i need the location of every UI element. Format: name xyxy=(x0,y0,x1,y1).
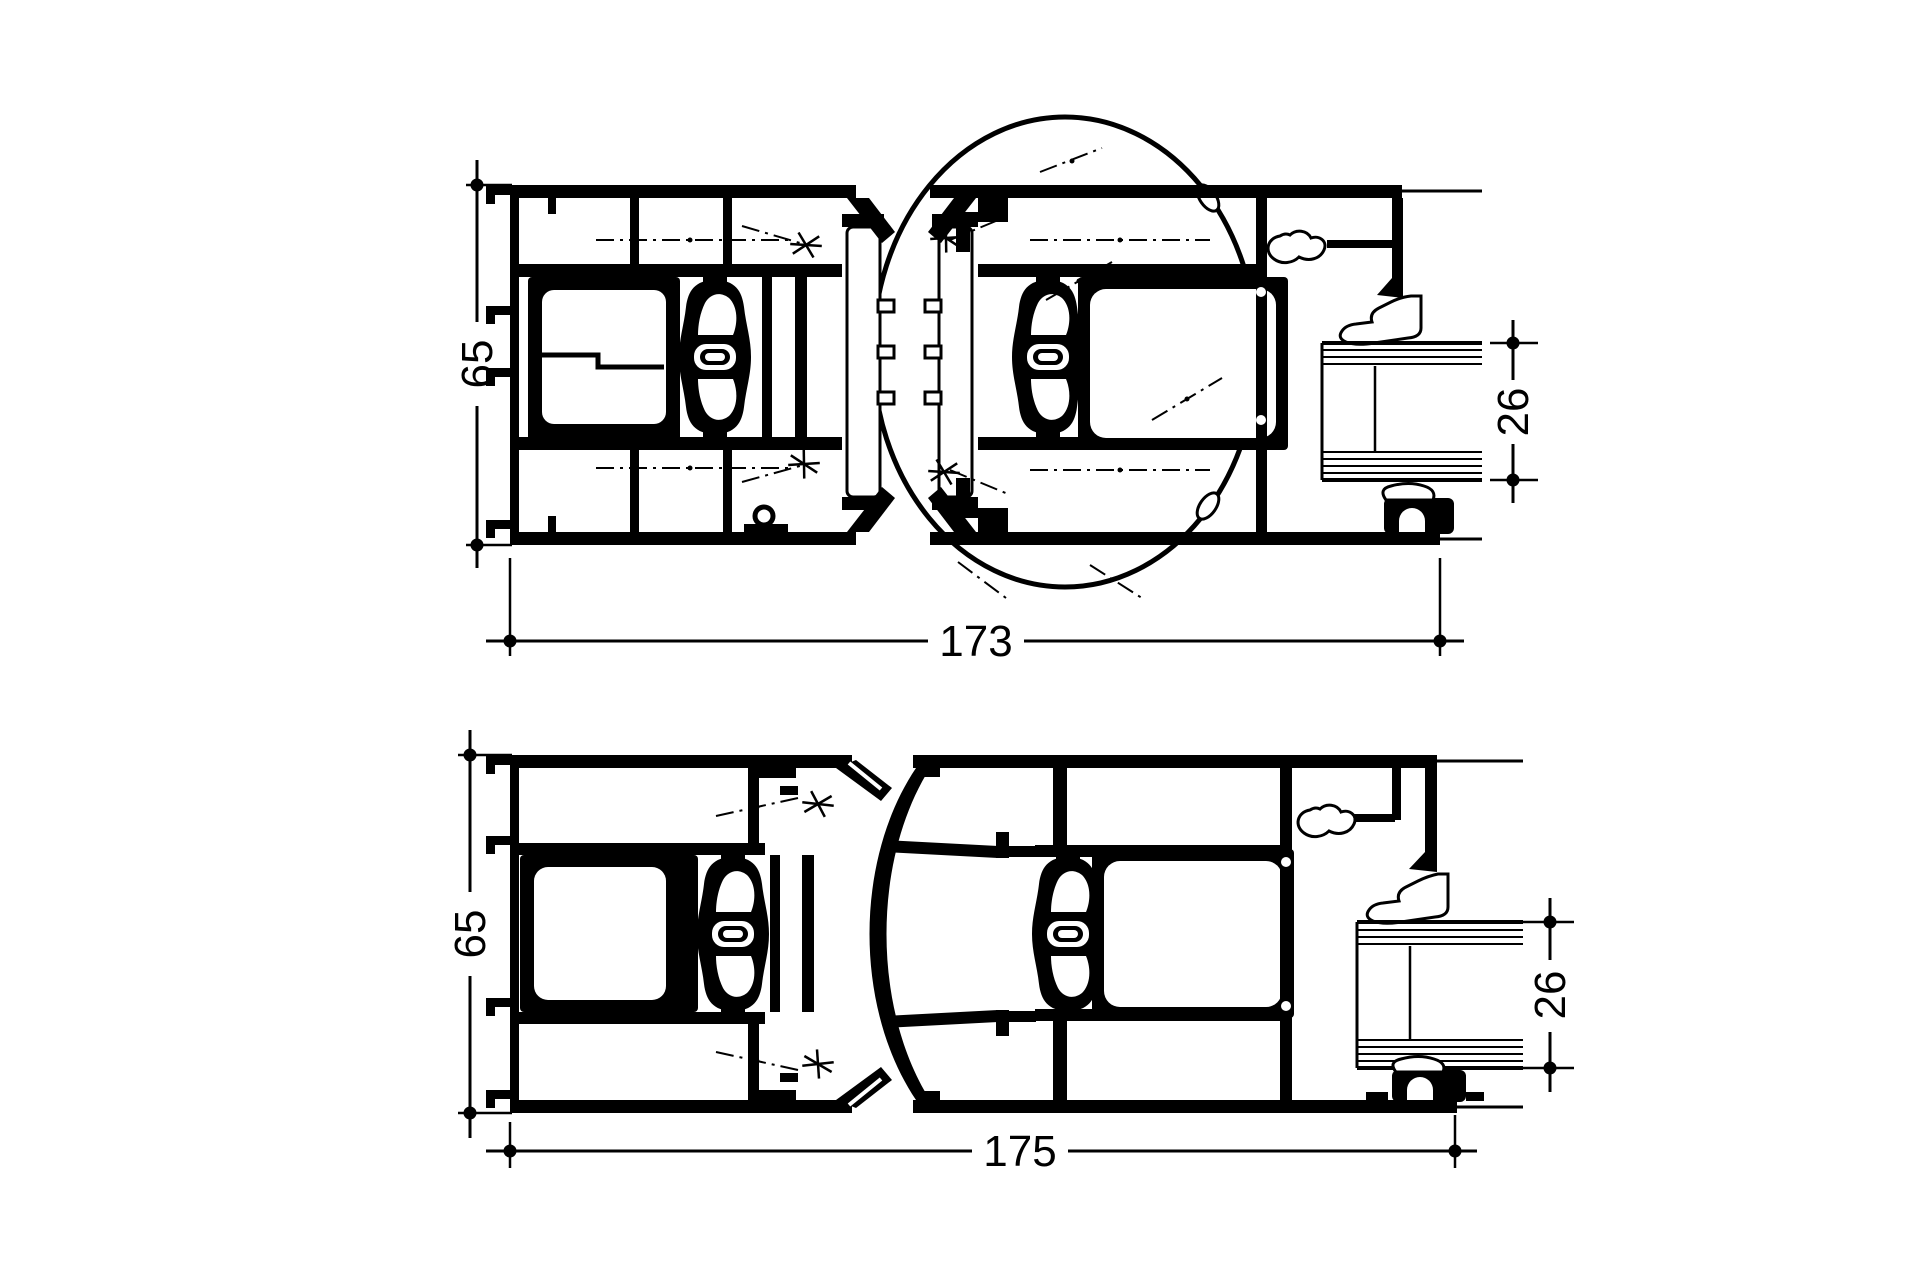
detail-circle-marker xyxy=(1195,491,1221,521)
sash-chamber-right-bottom xyxy=(1032,768,1294,1100)
bow-cover-profile xyxy=(836,760,1067,1108)
centerline-marks-top xyxy=(741,147,1223,601)
frame-gasket xyxy=(1296,803,1357,839)
interlock-channels xyxy=(744,198,1008,533)
glazing-gasket xyxy=(1365,872,1450,925)
sash-chamber-right xyxy=(1012,198,1288,532)
dim-label-173: 173 xyxy=(939,617,1012,666)
dimension-height-top: 65 xyxy=(453,160,512,568)
dim-label-65-top: 65 xyxy=(453,340,502,389)
setting-gasket xyxy=(1391,1055,1446,1074)
glazing-rebate-bottom xyxy=(1296,768,1523,1102)
setting-gasket xyxy=(1381,482,1436,502)
dimension-width-top: 173 xyxy=(486,558,1464,666)
frame-chamber-left xyxy=(528,277,807,450)
dim-label-175: 175 xyxy=(983,1127,1056,1176)
dimension-width-bottom: 175 xyxy=(486,1115,1477,1176)
dim-label-26-top: 26 xyxy=(1489,388,1538,437)
profile-section-bottom: 65 175 26 xyxy=(446,730,1575,1176)
glass-unit-bottom xyxy=(1355,920,1523,1070)
thermal-break-insulator xyxy=(1012,280,1084,434)
gasket-bulb xyxy=(752,504,776,528)
centerline-marks-bottom xyxy=(715,785,837,1083)
dimension-glazing-bottom: 26 xyxy=(1523,898,1575,1092)
dim-label-26-bottom: 26 xyxy=(1526,971,1575,1020)
thermal-break-insulator xyxy=(1032,857,1104,1011)
frame-chamber-left-bottom xyxy=(520,855,814,1013)
dimension-height-bottom: 65 xyxy=(446,730,512,1138)
glass-unit-top xyxy=(1320,341,1482,482)
glazing-gasket xyxy=(1338,294,1423,346)
thermal-break-insulator xyxy=(679,280,751,434)
dim-label-65-bottom: 65 xyxy=(446,910,495,959)
profile-bottom-rails xyxy=(510,755,1523,1113)
glazing-rebate-top xyxy=(1266,198,1482,534)
dimension-glazing-top: 26 xyxy=(1489,320,1538,503)
profile-section-top: 65 173 26 xyxy=(453,114,1538,666)
thermal-break-insulator xyxy=(697,857,769,1011)
frame-gasket xyxy=(1266,229,1327,265)
